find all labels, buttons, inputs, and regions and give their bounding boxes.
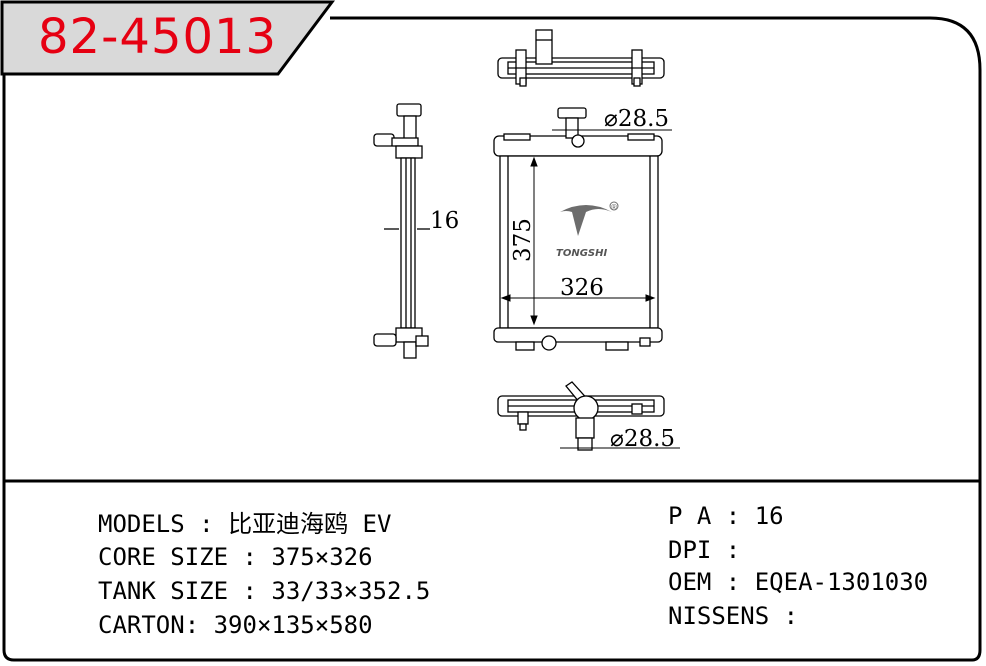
bottom-tank-view bbox=[497, 381, 665, 451]
spec-core-size-label: CORE SIZE bbox=[98, 543, 229, 571]
dim-inlet-diameter: ⌀28.5 bbox=[604, 106, 669, 132]
logo-wordmark: TONGSHI bbox=[556, 248, 607, 259]
logo-registered-mark: ® bbox=[610, 203, 618, 212]
spec-core-size: CORE SIZE : 375×326 bbox=[98, 543, 373, 571]
spec-models-label: MODELS bbox=[98, 510, 185, 538]
front-view bbox=[493, 107, 663, 351]
spec-carton: CARTON: 390×135×580 bbox=[98, 611, 373, 639]
part-number-title: 82-45013 bbox=[38, 9, 278, 65]
top-tank-view bbox=[497, 29, 665, 87]
spec-tank-size-label: TANK SIZE bbox=[98, 577, 229, 605]
title-banner bbox=[0, 0, 335, 76]
spec-carton-label: CARTON bbox=[98, 611, 185, 639]
side-view bbox=[373, 103, 430, 359]
spec-models: MODELS : 比亚迪海鸥 EV bbox=[98, 510, 392, 538]
dim-core-height: 375 bbox=[510, 218, 536, 262]
spec-tank-size: TANK SIZE : 33/33×352.5 bbox=[98, 577, 431, 605]
spec-pa-value: 16 bbox=[754, 502, 784, 530]
spec-dpi-label: DPI bbox=[668, 536, 712, 564]
spec-nissens: NISSENS : bbox=[668, 602, 799, 630]
spec-pa-label: P A bbox=[668, 502, 712, 530]
spec-nissens-label: NISSENS bbox=[668, 602, 770, 630]
spec-oem: OEM : EQEA-1301030 bbox=[668, 568, 929, 596]
spec-models-value: 比亚迪海鸥 EV bbox=[228, 510, 392, 538]
dim-outlet-diameter: ⌀28.5 bbox=[610, 426, 675, 452]
spec-oem-value: EQEA-1301030 bbox=[754, 568, 929, 596]
spec-carton-value: 390×135×580 bbox=[213, 611, 373, 639]
dim-core-width: 326 bbox=[560, 275, 604, 301]
spec-dpi: DPI : bbox=[668, 536, 741, 564]
tongshi-logo bbox=[560, 201, 619, 236]
spec-tank-size-value: 33/33×352.5 bbox=[271, 577, 431, 605]
spec-pa: P A : 16 bbox=[668, 502, 784, 530]
sheet-frame bbox=[2, 6, 982, 662]
front-dimension-lines bbox=[500, 129, 672, 326]
spec-oem-label: OEM bbox=[668, 568, 712, 596]
dim-core-thickness: 16 bbox=[430, 208, 459, 234]
spec-core-size-value: 375×326 bbox=[271, 543, 373, 571]
